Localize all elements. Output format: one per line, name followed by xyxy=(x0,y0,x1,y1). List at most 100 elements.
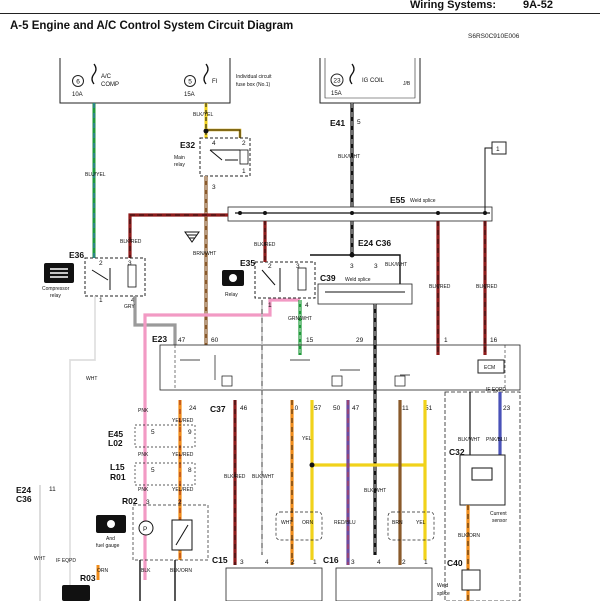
e55-dot-4 xyxy=(436,211,440,215)
fuse-box-note-line1: Individual circuit xyxy=(236,74,272,80)
c40-weld-label-2: splice xyxy=(437,591,450,597)
label-pnk-3: PNK xyxy=(138,487,149,493)
label-blk-orn-r02: BLK/ORN xyxy=(170,568,192,574)
fuse-23-number: 23 xyxy=(333,78,341,85)
if-eqpd-right-box xyxy=(444,391,521,601)
r02-box xyxy=(132,504,209,561)
pin-r02-2: 2 xyxy=(178,499,182,506)
wire-e55-to-1 xyxy=(484,147,492,213)
fuel-gauge-symbol-dot xyxy=(107,520,115,528)
pin-c37-46: 46 xyxy=(240,405,248,412)
label-gry: GRY xyxy=(124,304,135,310)
e55-dot-2 xyxy=(263,211,267,215)
fuse-box-left xyxy=(59,58,231,104)
fuse-5-amp: 15A xyxy=(184,92,195,98)
current-sensor-label-2: sensor xyxy=(492,518,507,524)
label-blk-yel: BLK/YEL xyxy=(193,112,214,118)
connector-c36-left: C36 xyxy=(16,494,32,504)
ecm-label: ECM xyxy=(484,365,495,371)
ecm-inner-lines xyxy=(174,345,506,390)
fuse-5-symbol xyxy=(203,63,209,85)
connector-e45: E45 xyxy=(108,429,123,439)
pin-e35-4: 4 xyxy=(305,302,309,309)
splice-dot-yel xyxy=(309,462,315,468)
fuse-box-right xyxy=(319,58,421,104)
c15-upper-box xyxy=(275,511,323,541)
connector-c40: C40 xyxy=(447,558,463,568)
connector-c16: C16 xyxy=(323,555,339,565)
relay-e35-label: Relay xyxy=(225,292,238,298)
label-blk-wht-top: BLK/WHT xyxy=(338,154,360,160)
pin-e32-2: 2 xyxy=(242,140,246,147)
diagram-title: A-5 Engine and A/C Control System Circui… xyxy=(10,20,294,32)
label-blk-wht-lower: BLK/WHT xyxy=(252,474,274,480)
label-wht-left: WHT xyxy=(86,376,97,382)
e55-dot-3 xyxy=(350,211,354,215)
fuse-5-number: 5 xyxy=(188,79,192,86)
pin-e35-3: 3 xyxy=(296,263,300,270)
pin-e36-2: 2 xyxy=(99,260,103,267)
main-relay-label-1: Main xyxy=(174,155,185,161)
label-blk-wht-c32: BLK/WHT xyxy=(458,437,480,443)
compressor-relay-label-2: relay xyxy=(50,293,61,299)
pin-c15-3: 3 xyxy=(240,559,244,566)
diagram-code: S6RS0C910E006 xyxy=(468,33,520,40)
ground-icon-lines xyxy=(187,234,197,239)
pin-e32-1: 1 xyxy=(242,168,246,175)
label-blk-red-c15: BLK/RED xyxy=(224,474,246,480)
label-pnk-blu: PNK/BLU xyxy=(486,437,508,443)
fuse-6-name2: COMP xyxy=(101,82,119,88)
pin-c37-50: 50 xyxy=(333,405,341,412)
label-pnk-2: PNK xyxy=(138,452,149,458)
connector-e23: E23 xyxy=(152,334,167,344)
label-yel: YEL xyxy=(302,436,312,442)
fuse-23-circle xyxy=(330,73,344,87)
weld-splice-e55 xyxy=(227,206,493,222)
connector-r03: R03 xyxy=(80,573,96,583)
label-blu-yel: BLU/YEL xyxy=(85,172,106,178)
pin-c37-57: 57 xyxy=(314,405,322,412)
label-brn-wht: BRN/WHT xyxy=(193,251,216,257)
wire-wht-left-inner xyxy=(69,296,96,601)
fuel-gauge-icon xyxy=(138,520,154,536)
e55-weld-splice-label: Weld splice xyxy=(410,198,436,204)
pin-c37-24: 24 xyxy=(189,405,197,412)
label-blk-wht-c16: BLK/WHT xyxy=(364,488,386,494)
pin-c16-1: 1 xyxy=(424,559,428,566)
label-blk-red-left: BLK/RED xyxy=(120,239,142,245)
ground-icon xyxy=(184,231,200,243)
relay-e35-box xyxy=(254,261,316,299)
pin-c37-11: 11 xyxy=(402,405,409,412)
connector-c32: C32 xyxy=(449,447,465,457)
pin-c36-3: 3 xyxy=(374,263,378,270)
relay-e35-icon-dot xyxy=(229,274,237,282)
pin-e23-1: 1 xyxy=(444,337,448,344)
pin-e35-2: 2 xyxy=(268,263,272,270)
pin-e23-47: 47 xyxy=(178,337,186,344)
fuse-23-symbol xyxy=(349,63,355,85)
pin-e36-1: 1 xyxy=(99,297,103,304)
connector-c39: C39 xyxy=(320,273,336,283)
pin-r02-3: 3 xyxy=(146,499,150,506)
label-orn-c15: ORN xyxy=(302,520,314,526)
fuel-gauge-label-1: And xyxy=(106,536,115,542)
label-orn-r03: ORN xyxy=(97,568,109,574)
r03-icon xyxy=(62,585,90,601)
pin-c16-3: 3 xyxy=(351,559,355,566)
pin-e45-9: 9 xyxy=(188,429,192,436)
pin-23: 23 xyxy=(503,405,511,412)
pin-e41-5: 5 xyxy=(357,119,361,126)
fuel-gauge-p: P xyxy=(143,526,147,533)
pin-e23-60: 60 xyxy=(211,337,219,344)
pin-l15-5: 5 xyxy=(151,467,155,474)
header-rule xyxy=(0,13,600,14)
weld-splice-c39 xyxy=(317,283,413,305)
pin-e36-4: 4 xyxy=(131,297,135,304)
c40-box xyxy=(461,569,481,591)
label-pnk-1: PNK xyxy=(138,408,149,414)
wire-e24-bus xyxy=(310,254,401,285)
wire-wht-left xyxy=(69,296,96,601)
wire-pnk xyxy=(143,298,300,580)
connector-l02: L02 xyxy=(108,438,123,448)
compressor-relay-icon-lines xyxy=(50,268,68,278)
